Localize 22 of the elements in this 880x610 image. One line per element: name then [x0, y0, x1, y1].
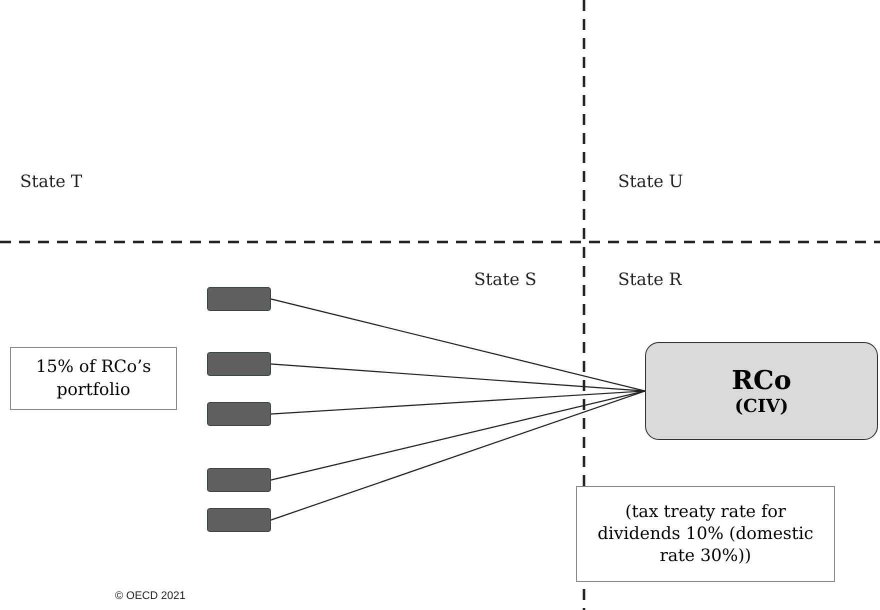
copyright-note: © OECD 2021	[115, 590, 186, 602]
holding-box	[207, 402, 271, 426]
holding-box	[207, 508, 271, 532]
note-box	[576, 486, 835, 582]
region-label: State S	[474, 270, 537, 290]
connector-line	[270, 363, 646, 392]
connector-line	[270, 298, 646, 392]
region-label: State U	[618, 172, 684, 192]
connector-line	[270, 390, 646, 481]
connector-line	[270, 390, 646, 415]
holding-box	[207, 287, 271, 311]
note-box	[10, 347, 177, 410]
entity-name: RCo	[732, 366, 792, 396]
note-text: (tax treaty rate for dividends 10% (domestic rate 30%))	[596, 500, 814, 568]
region-label: State T	[20, 172, 82, 192]
note-text: 15% of RCo’s portfolio	[34, 356, 152, 401]
entity-type: (CIV)	[734, 396, 788, 416]
connector-line	[270, 390, 646, 521]
entity-box	[645, 342, 878, 440]
holding-box	[207, 468, 271, 492]
region-label: State R	[618, 270, 682, 290]
holding-box	[207, 352, 271, 376]
